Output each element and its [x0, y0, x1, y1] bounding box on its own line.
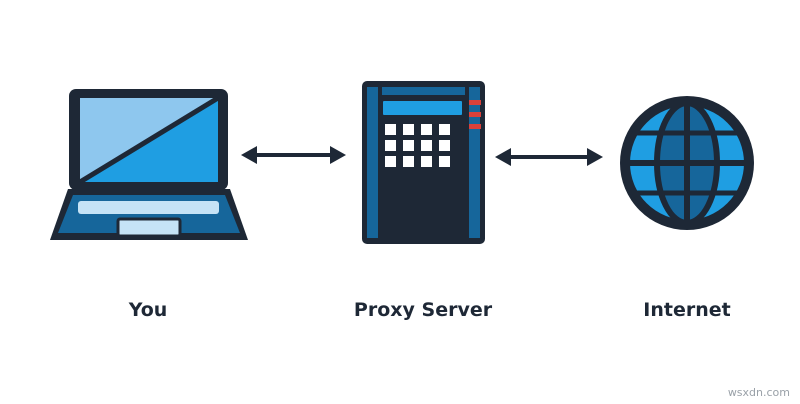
arrow-laptop-proxy [241, 146, 346, 164]
keypad-key [385, 124, 396, 135]
keypad-key [403, 156, 414, 167]
keypad-key [421, 140, 432, 151]
label-proxy-server: Proxy Server [354, 299, 493, 321]
keypad-key [385, 156, 396, 167]
server-keypad [385, 124, 450, 167]
arrow-proxy-internet [495, 148, 603, 166]
globe-icon [620, 96, 754, 230]
server-icon [362, 81, 485, 244]
keypad-key [439, 156, 450, 167]
laptop-icon [50, 89, 248, 240]
label-internet: Internet [643, 299, 730, 321]
keypad-key [439, 140, 450, 151]
keypad-key [403, 140, 414, 151]
keypad-key [421, 156, 432, 167]
keypad-key [385, 140, 396, 151]
keypad-key [439, 124, 450, 135]
label-you: You [128, 299, 168, 321]
keypad-key [403, 124, 414, 135]
keypad-key [421, 124, 432, 135]
watermark-text: wsxdn.com [728, 386, 790, 399]
